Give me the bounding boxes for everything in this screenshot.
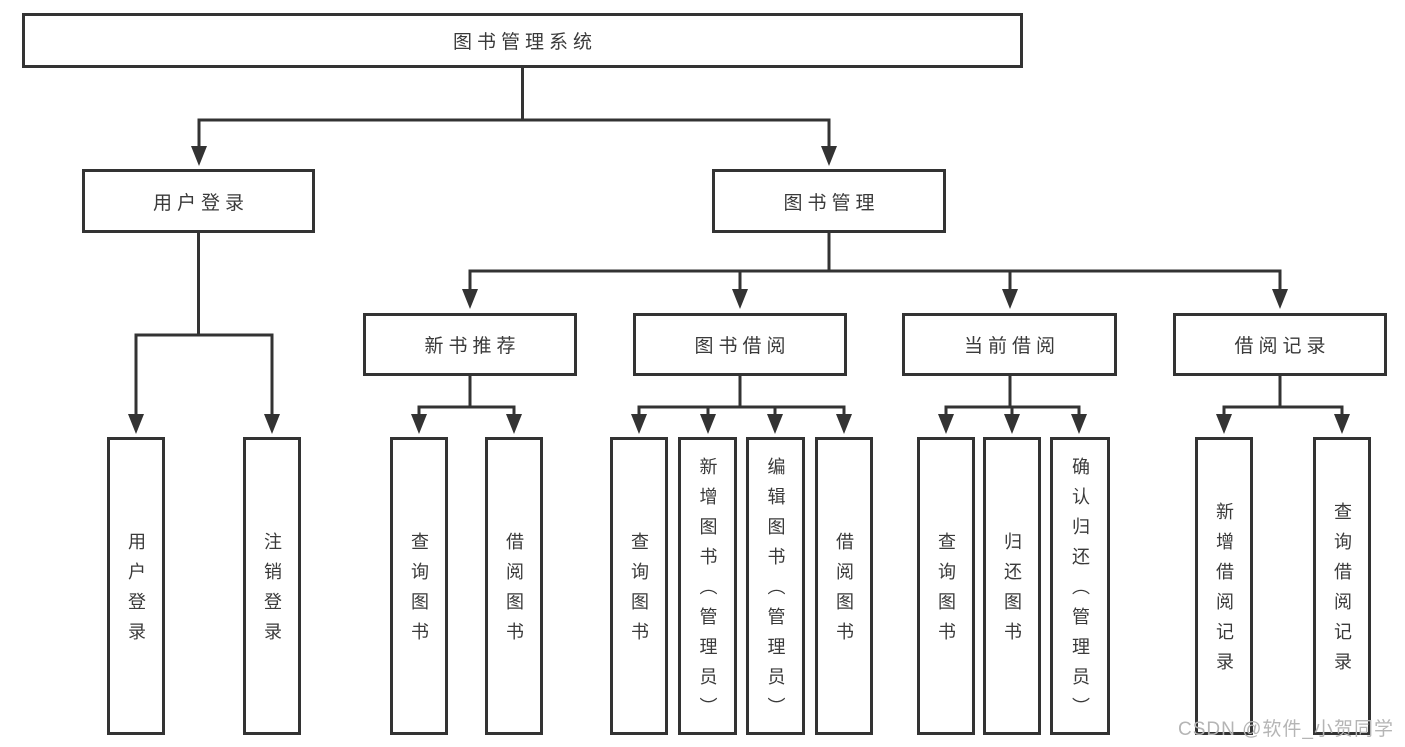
leaf-borrowing-query-books: 查询图书 <box>610 437 668 735</box>
leaf-edit-books-admin-label: 编辑图书（管理员） <box>765 457 786 727</box>
node-book-management-label: 图书管理 <box>783 192 880 214</box>
node-book-borrowing: 图书借阅 <box>633 313 847 376</box>
leaf-borrowing-borrow-books-label: 借阅图书 <box>834 532 854 652</box>
node-book-management: 图书管理 <box>712 169 946 233</box>
leaf-borrowing-borrow-books: 借阅图书 <box>815 437 873 735</box>
node-user-login: 用户登录 <box>82 169 315 233</box>
leaf-logout-label: 注销登录 <box>262 532 282 652</box>
leaf-recommend-borrow-books-label: 借阅图书 <box>504 532 524 652</box>
leaf-return-books-label: 归还图书 <box>1002 532 1022 652</box>
node-new-book-recommend: 新书推荐 <box>363 313 577 376</box>
leaf-user-login: 用户登录 <box>107 437 165 735</box>
leaf-add-books-admin-label: 新增图书（管理员） <box>697 457 718 727</box>
leaf-borrowing-query-books-label: 查询图书 <box>629 532 649 652</box>
node-book-borrowing-label: 图书借阅 <box>694 336 791 357</box>
node-new-book-recommend-label: 新书推荐 <box>424 336 521 357</box>
node-user-login-label: 用户登录 <box>152 192 249 214</box>
leaf-logout: 注销登录 <box>243 437 301 735</box>
leaf-user-login-label: 用户登录 <box>126 532 146 652</box>
node-current-borrowing-label: 当前借阅 <box>963 336 1060 357</box>
node-borrowing-records-label: 借阅记录 <box>1234 336 1331 357</box>
leaf-return-books: 归还图书 <box>983 437 1041 735</box>
leaf-query-borrow-record: 查询借阅记录 <box>1313 437 1371 735</box>
node-root: 图书管理系统 <box>22 13 1023 68</box>
leaf-confirm-return-admin: 确认归还（管理员） <box>1050 437 1110 735</box>
leaf-recommend-query-books-label: 查询图书 <box>409 532 429 652</box>
leaf-current-query-books-label: 查询图书 <box>936 532 956 652</box>
csdn-watermark: CSDN @软件_小贺同学 <box>1178 719 1394 740</box>
leaf-current-query-books: 查询图书 <box>917 437 975 735</box>
node-root-label: 图书管理系统 <box>452 32 597 53</box>
leaf-edit-books-admin: 编辑图书（管理员） <box>746 437 805 735</box>
node-current-borrowing: 当前借阅 <box>902 313 1117 376</box>
leaf-query-borrow-record-label: 查询借阅记录 <box>1332 502 1352 682</box>
node-borrowing-records: 借阅记录 <box>1173 313 1387 376</box>
leaf-recommend-borrow-books: 借阅图书 <box>485 437 543 735</box>
leaf-add-books-admin: 新增图书（管理员） <box>678 437 737 735</box>
leaf-add-borrow-record-label: 新增借阅记录 <box>1214 502 1234 682</box>
leaf-recommend-query-books: 查询图书 <box>390 437 448 735</box>
leaf-confirm-return-admin-label: 确认归还（管理员） <box>1070 457 1090 727</box>
leaf-add-borrow-record: 新增借阅记录 <box>1195 437 1253 735</box>
